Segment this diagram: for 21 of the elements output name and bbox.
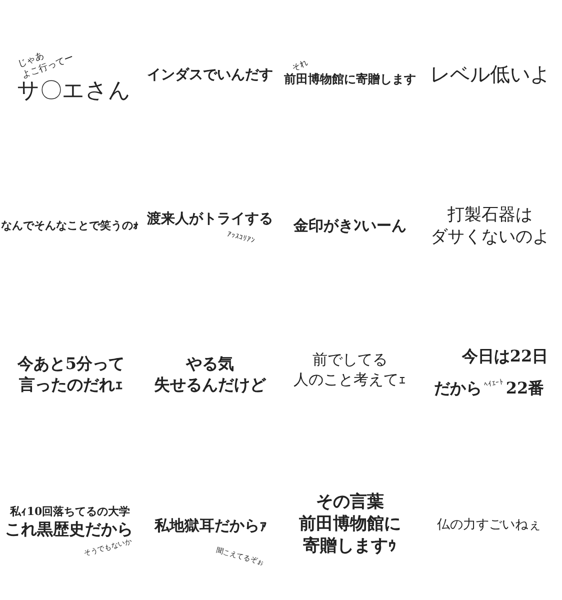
small-note: じゃあよこ行ってー: [16, 50, 76, 81]
sticker-text: 打製石器はダサくないのよ: [430, 204, 550, 248]
sticker-text: 私ｨ10回落ちてるの大学: [10, 504, 130, 520]
sticker-text: 金印がきﾝいーん: [294, 216, 406, 236]
sticker-text: 前田博物館に寄贈します: [284, 72, 416, 88]
small-note: それ: [290, 58, 309, 73]
sticker-text: これ黒歴史だから: [5, 520, 133, 540]
sticker-text: その言葉前田博物館に寄贈しますｩ: [299, 490, 401, 558]
sticker-text: 22番: [506, 378, 544, 400]
sticker-text: だから: [434, 378, 482, 400]
sticker-text: やる気失せるんだけど: [154, 354, 266, 396]
sticker-text: 仏の力すごいねぇ: [437, 518, 541, 534]
sticker-text: 今日は22日: [462, 346, 548, 368]
sticker-text: レベル低いよ: [430, 61, 550, 87]
sticker-text: 私地獄耳だからｧ: [154, 516, 268, 536]
sticker-text: 渡来人がトライする: [147, 210, 273, 228]
sticker-text: 今あと5分って言ったのだれｪ: [17, 354, 125, 396]
sticker-text: なんでそんなことで笑うのｫ: [1, 218, 139, 234]
sticker-text: サ〇エさん: [17, 78, 131, 106]
sticker-text: 前でしてる人のこと考えてｪ: [294, 350, 406, 390]
sticker-text: インダスでいんだす: [147, 66, 273, 84]
